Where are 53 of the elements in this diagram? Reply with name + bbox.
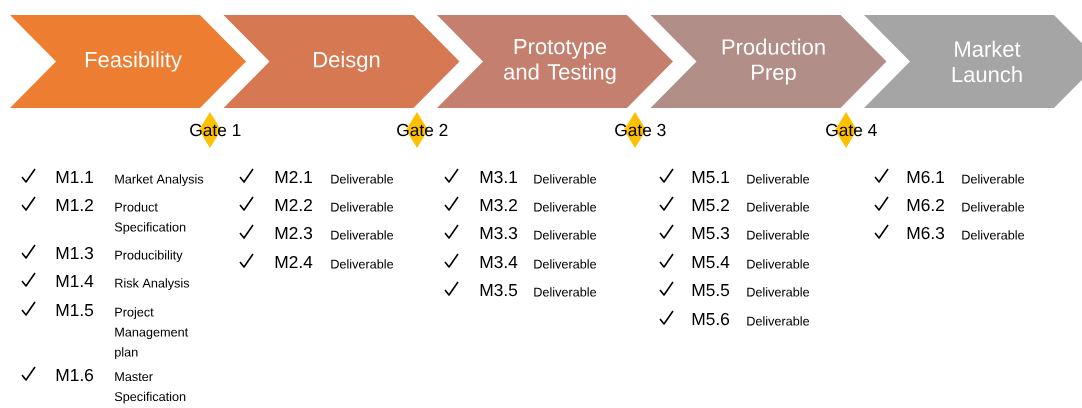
milestone-code: M1.3 [56, 246, 94, 260]
chevron-step: Production Prep [650, 15, 887, 108]
milestone-code: M3.1 [480, 170, 517, 184]
milestone-code: M5.5 [692, 284, 730, 297]
milestone-code: M1.5 [56, 304, 94, 317]
milestone-code: M5.6 [692, 312, 730, 326]
milestone-description: Deliverable [331, 174, 394, 184]
milestone-code: M3.5 [480, 283, 518, 297]
milestone-description: Product Specification [114, 202, 186, 235]
milestone-code: M1.1 [56, 171, 93, 183]
milestone-code: M3.2 [480, 198, 517, 212]
milestone-description: Deliverable [962, 174, 1025, 184]
milestone-code: M1.2 [56, 198, 93, 211]
milestone-description: Deliverable [747, 259, 810, 269]
milestone-description: Deliverable [331, 202, 394, 212]
milestone-description: Deliverable [331, 259, 394, 269]
milestone-code: M2.1 [275, 170, 312, 183]
milestone-code: M3.4 [480, 255, 518, 269]
milestone-code: M5.2 [692, 198, 729, 212]
milestone-description: Deliverable [747, 287, 810, 297]
chevron-step: Market Launch [864, 15, 1082, 108]
milestone-description: Deliverable [331, 230, 394, 240]
milestone-description: Deliverable [747, 174, 810, 184]
milestone-code: M2.4 [275, 255, 313, 268]
milestone-description: Deliverable [534, 174, 597, 184]
milestone-description: Deliverable [962, 230, 1025, 240]
milestone-description: Deliverable [747, 316, 810, 326]
milestone-code: M1.4 [56, 275, 94, 287]
milestone-code: M2.3 [275, 226, 313, 240]
milestone-code: M3.3 [480, 226, 518, 240]
milestone-description: Project Management plan [115, 307, 189, 360]
milestone-code: M5.1 [692, 171, 729, 184]
milestone-description: Market Analysis [115, 174, 204, 187]
chevron-step: Deisgn [223, 15, 460, 108]
milestone-description: Deliverable [747, 230, 810, 240]
milestone-code: M6.3 [907, 226, 945, 240]
milestone-code: M5.4 [692, 256, 730, 269]
milestone-description: Deliverable [534, 230, 597, 240]
milestone-description: Deliverable [747, 202, 810, 212]
milestone-description: Risk Analysis [115, 278, 190, 291]
chevron-step: Prototype and Testing [437, 15, 673, 108]
milestone-code: M5.3 [692, 226, 730, 240]
milestone-description: Producibility [115, 250, 183, 263]
milestone-description: Deliverable [534, 202, 597, 212]
milestone-code: M6.1 [907, 170, 944, 184]
milestone-code: M6.2 [907, 198, 944, 212]
milestone-code: M2.2 [275, 198, 312, 211]
milestone-code: M1.6 [56, 368, 94, 382]
milestone-description: Deliverable [534, 287, 597, 297]
milestone-description: Deliverable [534, 259, 597, 269]
chevron-step: Feasibility [10, 15, 246, 108]
milestone-description: Master Specification [114, 372, 186, 404]
milestone-description: Deliverable [962, 202, 1025, 212]
